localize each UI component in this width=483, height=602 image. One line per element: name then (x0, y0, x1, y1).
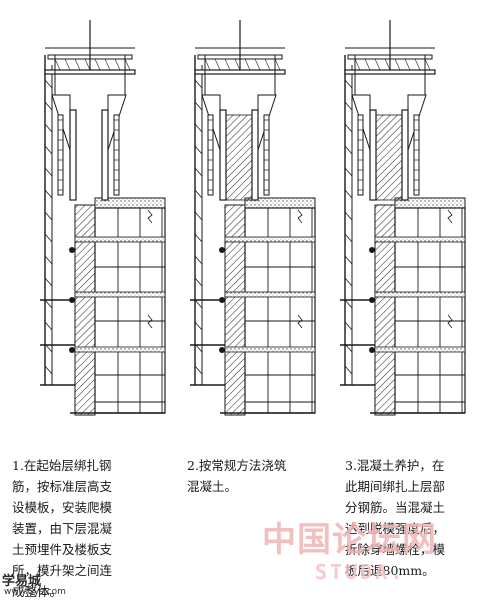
watermark-left-url: www.Sys.com (4, 587, 66, 597)
watermark-text: 中国论坛网 (262, 520, 437, 560)
panel-1 (40, 20, 166, 416)
watermark-url: STUDA. (315, 560, 406, 584)
caption-step-1: 1.在起始层绑扎钢 筋，按标准层高支 设模板，安装爬模 装置，由下层混凝 土预埋… (12, 458, 113, 599)
caption-step-3: 3.混凝土养护，在 此期间绑扎上层部 分钢筋。当混凝土 达到脱模强度后， 拆除穿… (345, 458, 446, 578)
watermark-left-logo: 学易城 (2, 574, 42, 589)
panel-3 (340, 20, 466, 416)
caption-step-2: 2.按常规方法浇筑 混凝土。 (187, 458, 287, 494)
panel-2 (190, 20, 316, 416)
climbing-formwork-diagram (40, 20, 466, 416)
